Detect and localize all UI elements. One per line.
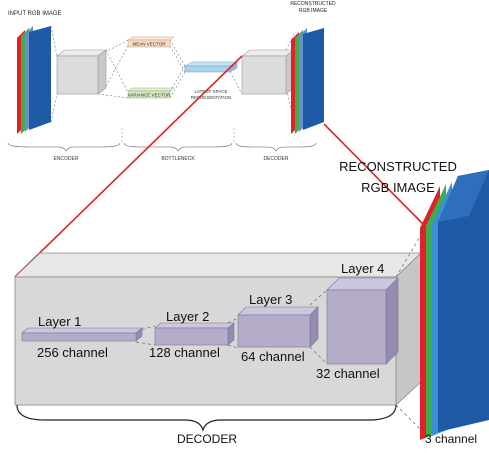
mean-vector-box: [127, 36, 175, 48]
zoom-lines: [14, 55, 424, 278]
layer-2-block: [154, 322, 235, 346]
output-image-stack-small: [291, 28, 324, 134]
mean-vector-label: MEAN VECTOR: [133, 42, 167, 47]
decoder-cube-small: [241, 49, 295, 95]
overview-diagram: INPUT RGB IMAGE: [7, 1, 336, 162]
variance-vector-label: VARIANCE VECTOR: [128, 93, 171, 98]
output-channels-label: 3 channel: [425, 432, 477, 446]
input-image-label: INPUT RGB IMAGE: [8, 11, 62, 17]
detail-decoder: Layer 1 256 channel Layer 2 128 channel …: [14, 229, 425, 446]
encoder-section-label: ENCODER: [53, 156, 78, 162]
input-image-stack: [17, 26, 51, 134]
layer-1-label: Layer 1: [38, 314, 81, 329]
latent-space-bar: [184, 61, 238, 73]
variance-vector-box: [127, 87, 175, 99]
output-image-label-large-line1: RECONSTRUCTED: [339, 159, 457, 174]
layer-2-label: Layer 2: [166, 309, 209, 324]
output-image-label-small-line2: RGB IMAGE: [299, 8, 328, 14]
latent-space-label-line2: REPRESENTATION: [191, 95, 232, 100]
layer-4-label: Layer 4: [341, 261, 384, 276]
layer-3-block: [237, 306, 319, 348]
detail-decoder-label: DECODER: [177, 432, 237, 446]
encoder-cube: [56, 49, 107, 95]
layer-3-channels: 64 channel: [241, 349, 305, 364]
layer-4-channels: 32 channel: [316, 366, 380, 381]
overview-braces: [7, 128, 317, 152]
output-image-label-large-line2: RGB IMAGE: [361, 180, 435, 195]
output-image-label-small-line1: RECONSTRUCTED: [290, 1, 336, 7]
latent-space-label-line1: LATENT SPACE: [194, 89, 227, 94]
decoder-brace: [16, 404, 397, 433]
bottleneck-section-label: BOTTLENECK: [161, 156, 195, 162]
output-image-stack-large: [420, 170, 489, 440]
layer-2-channels: 128 channel: [149, 345, 220, 360]
layer-4-block: [326, 277, 399, 365]
decoder-section-label: DECODER: [263, 156, 288, 162]
layer-3-label: Layer 3: [249, 292, 292, 307]
layer-1-block: [21, 327, 143, 342]
layer-1-channels: 256 channel: [37, 345, 108, 360]
layer-connectors: [135, 229, 425, 434]
